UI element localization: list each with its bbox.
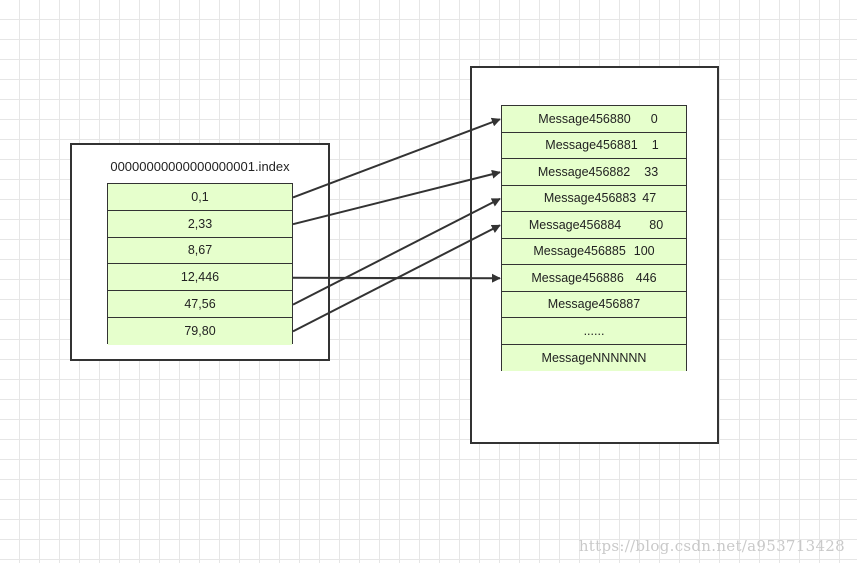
log-entry-message: Message456883 (543, 191, 637, 206)
index-entry: 79,80 (108, 317, 292, 345)
log-entry-message: Message456884 (528, 217, 622, 232)
log-entry-message: Message456882 (537, 164, 631, 179)
index-file-title: 00000000000000000001.index (110, 159, 290, 174)
log-entry-message: Message456886 (531, 270, 624, 285)
index-entries-table: 0,1 2,33 8,67 12,446 47,56 79,80 (107, 183, 293, 345)
log-entry-offset: 100 (633, 244, 655, 259)
log-entry: MessageNNNNNN (502, 344, 686, 371)
log-entry: Message456886 446 (502, 265, 686, 292)
log-entry: Message456880 0 (502, 106, 686, 133)
log-entry-offset: 47 (642, 191, 657, 206)
log-entry: Message456884 80 (502, 212, 686, 239)
log-entry: Message456883 47 (502, 185, 686, 212)
index-entry: 2,33 (108, 210, 292, 238)
log-entry: Message456881 1 (502, 132, 686, 159)
log-entry-message: MessageNNNNNN (541, 350, 647, 365)
index-entry: 8,67 (108, 237, 292, 265)
index-entry: 0,1 (108, 184, 292, 211)
log-entry-offset: 1 (651, 138, 659, 153)
log-entry: ...... (502, 318, 686, 345)
log-entry-message: Message456881 (545, 138, 638, 153)
log-entry: Message456885 100 (502, 238, 686, 265)
log-entry-message: Message456885 (533, 244, 626, 259)
log-entry: Message456887 (502, 291, 686, 318)
log-entry: Message456882 33 (502, 159, 686, 186)
index-entry: 12,446 (108, 264, 292, 292)
log-entry-offset: 33 (644, 164, 659, 179)
log-entry-message: ...... (583, 323, 605, 338)
log-entry-offset: 446 (635, 270, 657, 285)
log-entries-table: Message456880 0 Message456881 1 Message456… (501, 105, 687, 371)
log-entry-message: Message456880 (538, 111, 631, 126)
watermark: https://blog.csdn.net/a953713428 (578, 537, 845, 555)
log-entry-offset: 0 (650, 111, 658, 126)
log-entry-message: Message456887 (547, 297, 641, 312)
index-entry: 47,56 (108, 291, 292, 318)
log-entry-offset: 80 (649, 217, 664, 232)
